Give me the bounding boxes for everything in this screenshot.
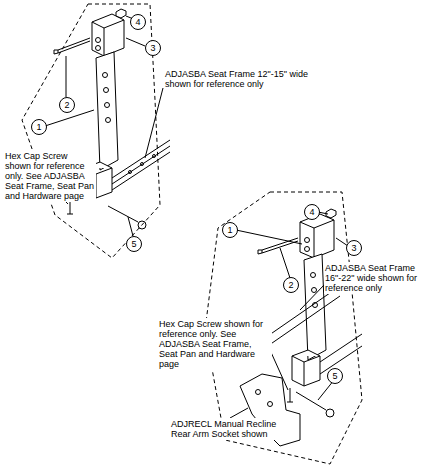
callout-number: 1 [31,119,47,135]
hole [105,103,110,108]
pin-ring [326,409,334,417]
screw [54,38,90,54]
hole [96,46,101,51]
hole [96,38,101,43]
clamp-block [92,14,124,56]
rail-hole [129,171,132,174]
leader-line [126,38,145,46]
screw [258,238,298,254]
hole [256,390,261,395]
pin-ring [138,221,146,229]
group-outline [22,4,160,258]
hole [305,238,310,243]
callout-number: 1 [222,222,238,238]
leader-line [300,284,325,310]
socket-block [292,350,320,386]
callout-number: 4 [304,204,320,220]
leader-line [128,217,133,236]
callout-number: 5 [327,368,343,384]
mount-plate [96,52,118,170]
leader-line [145,88,163,158]
callout-number: 3 [346,240,362,256]
mount-plate [304,254,326,360]
hex-cap-screw [287,388,293,402]
callout-number: 5 [126,236,142,252]
leader-line [230,408,248,418]
note-label: ADJRECL Manual Recline Rear Arm Socket s… [170,418,284,440]
clamp-block [300,214,334,258]
seat-frame-rail [112,140,170,190]
callout-number: 2 [283,277,299,293]
nut [116,9,126,18]
hole [311,273,316,278]
hole [305,247,310,252]
leader-line [66,56,67,97]
hole [312,288,317,293]
note-label: ADJASBA Seat Frame 12"-15" wide shown fo… [164,68,316,90]
note-label: ADJASBA Seat Frame 16"-22" wide shown fo… [324,262,436,294]
release-pin [108,206,138,222]
seat-frame-rail [262,286,362,374]
note-label: Hex Cap Screw shown for reference only. … [4,150,96,202]
callout-number: 2 [59,97,75,113]
leader-line [236,230,302,244]
hole [106,118,111,123]
callout-number: 4 [130,14,146,30]
leader-line [270,350,288,390]
hole [103,73,108,78]
hole [268,402,273,407]
hole [104,88,109,93]
rail-hole [141,163,144,166]
rail-hole [153,155,156,158]
callout-number: 3 [145,40,161,56]
note-label: Hex Cap Screw shown for reference only. … [158,318,272,370]
leader-line [280,248,290,278]
release-pin [296,392,326,410]
